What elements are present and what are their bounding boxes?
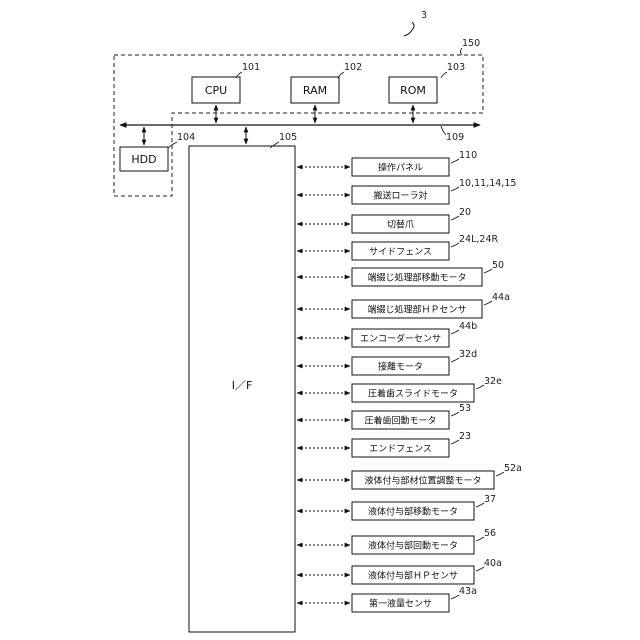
device-row: 液体付与部ＨＰセンサ 40a <box>297 558 502 584</box>
device-ref: 10,11,14,15 <box>459 178 516 189</box>
device-ref-leader <box>476 385 484 389</box>
device-row: 操作パネル 110 <box>297 150 477 176</box>
bus-ref-leader <box>441 126 446 135</box>
device-row: 圧着歯回動モータ 53 <box>297 403 471 429</box>
device-ref: 24L,24R <box>459 234 498 245</box>
device-row: 第一液量センサ 43a <box>297 586 477 612</box>
hdd-label: HDD <box>131 153 156 166</box>
hdd-block: HDD 104 <box>120 132 195 171</box>
rom-ref: 103 <box>447 62 465 73</box>
device-label: 液体付与部材位置調整モータ <box>364 475 481 487</box>
device-row: 端綴じ処理部移動モータ 50 <box>297 260 504 286</box>
device-row: 圧着歯スライドモータ 32e <box>297 376 502 402</box>
device-row: 搬送ローラ対 10,11,14,15 <box>297 178 516 204</box>
device-row: エンコーダーセンサ 44b <box>297 321 477 347</box>
interface-ref: 105 <box>279 132 297 143</box>
device-label: 端綴じ処理部ＨＰセンサ <box>367 304 466 316</box>
device-row: 接離モータ 32d <box>297 349 477 375</box>
device-label: 操作パネル <box>378 162 423 174</box>
device-label: 圧着歯回動モータ <box>364 415 436 427</box>
device-ref-leader <box>451 243 459 247</box>
device-ref: 40a <box>484 558 502 569</box>
device-label: 端綴じ処理部移動モータ <box>367 272 466 284</box>
device-label: 接離モータ <box>378 361 423 373</box>
device-label: 液体付与部移動モータ <box>368 506 458 518</box>
device-label: 液体付与部ＨＰセンサ <box>368 570 458 582</box>
device-row: 切替爪 20 <box>297 207 471 233</box>
device-label: 搬送ローラ対 <box>373 190 427 202</box>
device-ref: 52a <box>504 463 522 474</box>
device-ref: 32e <box>484 376 502 387</box>
device-ref-leader <box>451 187 459 191</box>
cpu-ref: 101 <box>242 62 260 73</box>
figure-number-leader <box>404 22 414 36</box>
interface-block: I／F 105 <box>189 132 297 632</box>
device-ref-leader <box>484 301 492 305</box>
device-ref-leader <box>476 567 484 571</box>
device-ref-leader <box>451 216 459 220</box>
device-ref: 50 <box>492 260 504 271</box>
dashed-group-ref: 150 <box>462 38 480 49</box>
device-label: 液体付与部回動モータ <box>368 540 458 552</box>
rom-label: ROM <box>400 84 426 97</box>
device-ref-leader <box>451 595 459 599</box>
ram-block: RAM 102 <box>291 62 362 103</box>
device-ref-leader <box>451 440 459 444</box>
cpu-block: CPU 101 <box>192 62 260 103</box>
device-ref: 44a <box>492 292 510 303</box>
device-ref: 20 <box>459 207 471 218</box>
device-ref: 44b <box>459 321 477 332</box>
device-ref-leader <box>496 472 504 476</box>
device-ref-leader <box>451 412 459 416</box>
device-label: 圧着歯スライドモータ <box>368 388 458 400</box>
device-ref: 110 <box>459 150 477 161</box>
device-label: 第一液量センサ <box>369 598 432 610</box>
device-label: エンコーダーセンサ <box>360 333 441 345</box>
device-ref-leader <box>476 503 484 507</box>
device-ref: 53 <box>459 403 471 414</box>
rom-block: ROM 103 <box>389 62 465 103</box>
dashed-group-leader <box>461 48 463 55</box>
ram-ref: 102 <box>344 62 362 73</box>
device-ref: 56 <box>484 528 496 539</box>
device-ref-leader <box>451 159 459 163</box>
device-row: 液体付与部回動モータ 56 <box>297 528 496 554</box>
figure-number: 3 <box>421 10 427 21</box>
device-ref: 23 <box>459 431 471 442</box>
device-ref: 32d <box>459 349 477 360</box>
device-ref-leader <box>451 358 459 362</box>
device-ref-leader <box>451 330 459 334</box>
device-row: エンドフェンス 23 <box>297 431 471 457</box>
interface-label: I／F <box>232 379 253 392</box>
ram-label: RAM <box>303 84 327 97</box>
device-row: サイドフェンス 24L,24R <box>297 234 498 260</box>
device-ref-leader <box>484 269 492 273</box>
device-ref: 37 <box>484 494 496 505</box>
device-label: エンドフェンス <box>369 445 432 455</box>
cpu-label: CPU <box>205 84 227 97</box>
device-row: 液体付与部材位置調整モータ 52a <box>297 463 522 489</box>
device-list: 操作パネル 110 搬送ローラ対 10,11,14,15 切替爪 20 サイドフェンス 24L… <box>297 150 522 612</box>
device-label: 切替爪 <box>387 219 414 231</box>
device-row: 端綴じ処理部ＨＰセンサ 44a <box>297 292 510 318</box>
device-ref: 43a <box>459 586 477 597</box>
device-row: 液体付与部移動モータ 37 <box>297 494 496 520</box>
device-label: サイドフェンス <box>369 247 432 258</box>
hdd-ref: 104 <box>177 132 195 143</box>
device-ref-leader <box>476 537 484 541</box>
bus-ref: 109 <box>446 132 464 143</box>
